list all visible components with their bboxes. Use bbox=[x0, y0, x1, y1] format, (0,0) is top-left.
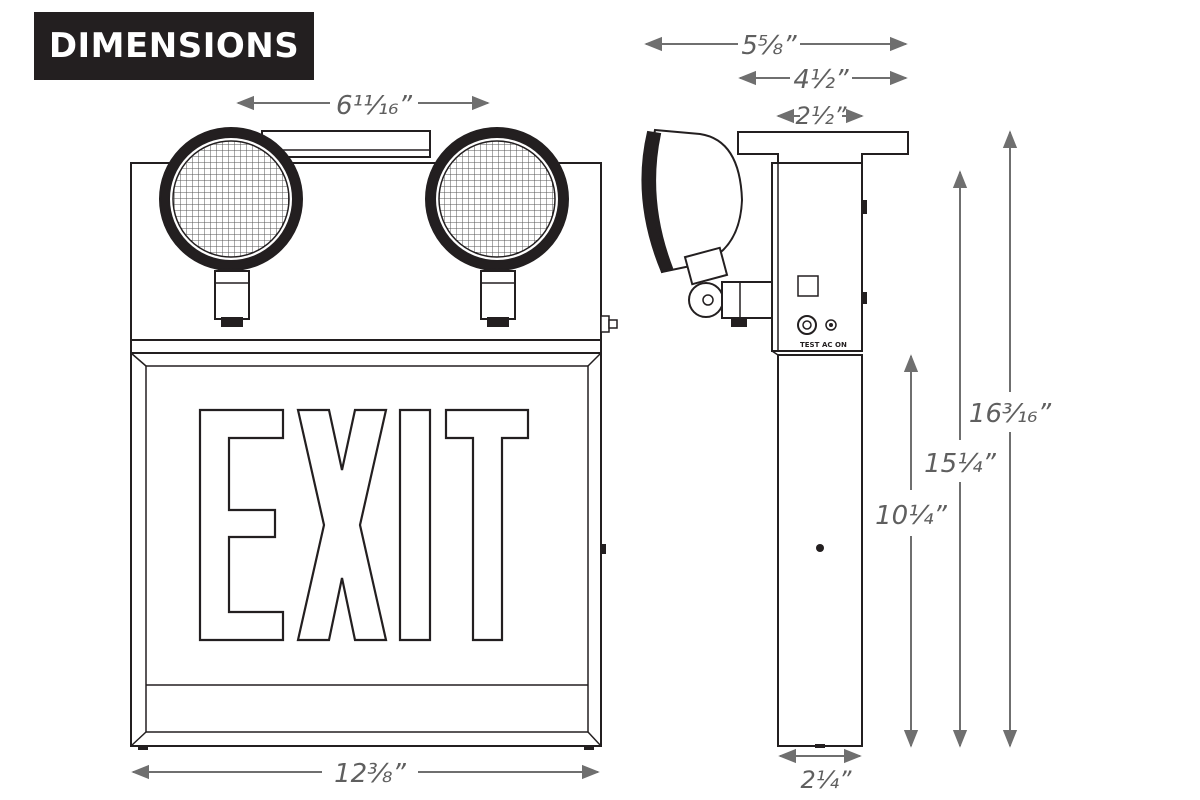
letter-e bbox=[198, 408, 285, 642]
dim-top-mid-width: 4½” bbox=[793, 65, 849, 95]
title-banner: DIMENSIONS bbox=[34, 12, 314, 80]
test-switch-box bbox=[797, 275, 819, 297]
dim-height-middle: 15¼” bbox=[924, 449, 996, 479]
dim-lamp-spacing: 6¹¹⁄₁₆” bbox=[336, 91, 413, 121]
side-housing bbox=[771, 162, 863, 352]
dim-sign-width: 12⅜” bbox=[334, 759, 406, 789]
test-label: TEST bbox=[800, 341, 820, 349]
letter-x bbox=[296, 408, 388, 642]
dim-top-small-width: 2½” bbox=[796, 102, 848, 130]
page-title: DIMENSIONS bbox=[48, 26, 300, 66]
letter-t bbox=[444, 408, 530, 642]
side-knob bbox=[600, 315, 610, 333]
ac-on-label: AC ON bbox=[822, 341, 847, 349]
letter-i bbox=[398, 408, 432, 642]
dim-sign-height: 10¼” bbox=[875, 501, 947, 531]
dimension-arrows bbox=[131, 36, 1018, 780]
dimension-labels: 5⅝” 4½” 2½” 6¹¹⁄₁₆” 12⅜” 2¼” 16³⁄₁₆” 15¼… bbox=[334, 31, 1051, 794]
dim-top-width: 5⅝” bbox=[741, 31, 797, 61]
lamp-left bbox=[159, 127, 303, 327]
dim-depth: 2¼” bbox=[801, 766, 853, 794]
lamp-right bbox=[425, 127, 569, 327]
dim-overall-height: 16³⁄₁₆” bbox=[969, 399, 1052, 429]
side-view bbox=[737, 131, 909, 748]
side-lamp bbox=[641, 128, 773, 327]
exit-letters bbox=[198, 408, 530, 642]
mount-plate bbox=[737, 131, 909, 164]
top-mount-bar bbox=[261, 130, 431, 158]
